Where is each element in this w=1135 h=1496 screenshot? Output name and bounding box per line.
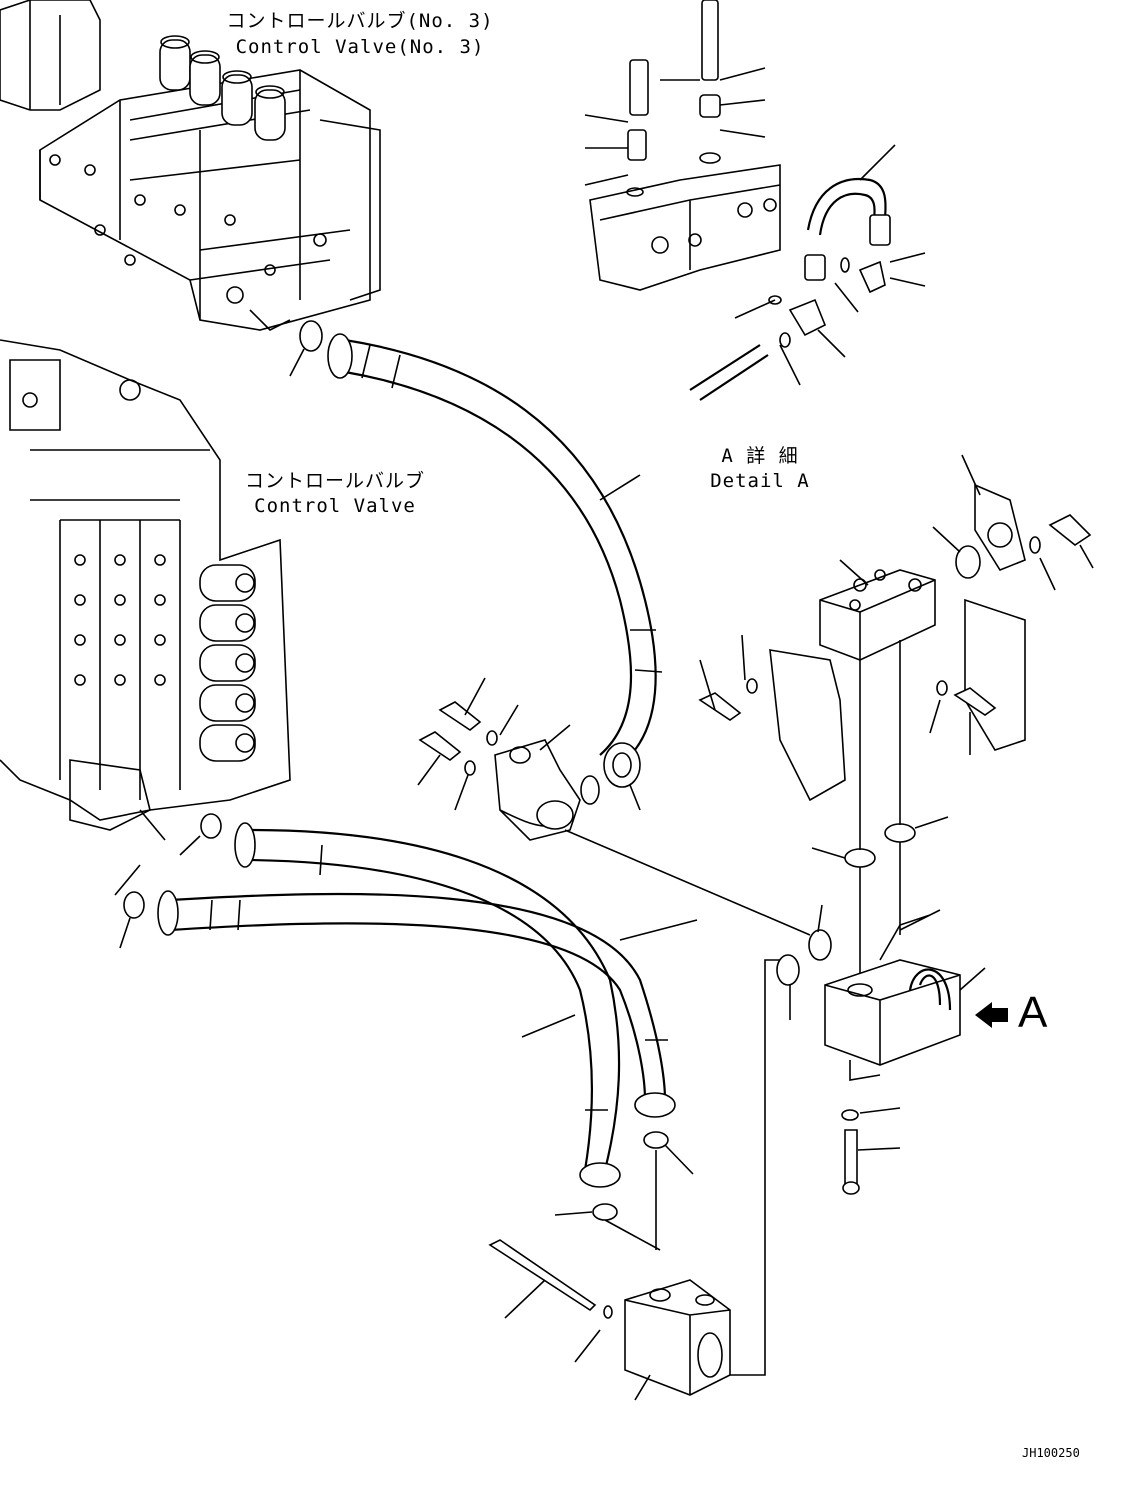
flange-elbow-fitting: [494, 739, 581, 841]
control-valve-label-jp: コントロールバルブ: [244, 470, 425, 492]
o-ring: [643, 1131, 669, 1149]
hose-lower-pair: [157, 822, 676, 1188]
o-ring: [592, 1203, 618, 1221]
o-ring: [299, 320, 323, 352]
control-valve-no3-label-jp: コントロールバルブ(No. 3): [226, 10, 494, 32]
control-valve-label-en: Control Valve: [254, 495, 416, 517]
hose-upper: [327, 333, 663, 788]
bolt-set-fitting: [418, 701, 498, 776]
drawing-code: JH100250: [1022, 1446, 1080, 1460]
o-ring: [808, 929, 832, 961]
o-ring: [776, 954, 800, 986]
long-bolt: [488, 1239, 597, 1312]
detail-a-assembly: [698, 483, 1092, 1195]
view-arrow-icon: [975, 1002, 1008, 1028]
control-valve-no3-label-en: Control Valve(No. 3): [235, 36, 485, 58]
bottom-block: [624, 1279, 731, 1396]
control-valve-illustration: [0, 339, 291, 831]
control-valve-no3-illustration: [0, 0, 381, 331]
detail-a-label-jp: A 詳 細: [721, 445, 799, 467]
top-right-valve-block: [589, 0, 891, 401]
view-letter-a: A: [1018, 988, 1048, 1037]
detail-a-label-en: Detail A: [710, 470, 810, 492]
